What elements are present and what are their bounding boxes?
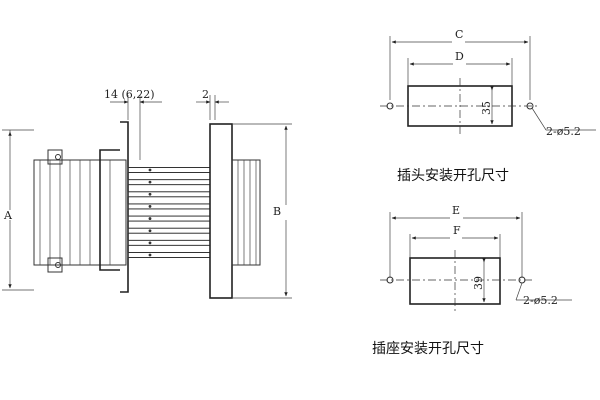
socket-cutout-view: E F 39 2-ø5.2 插座安装开孔尺寸: [372, 204, 572, 357]
plug-height-dimension: 35: [480, 101, 493, 115]
contact-pin: [127, 227, 211, 234]
contact-pin: [127, 203, 211, 210]
dimension-f: F: [453, 224, 461, 237]
connector-side-view: 14 (6,22) 2 A B: [2, 88, 292, 299]
socket-cutout-rect: [409, 257, 501, 305]
contact-pin: [127, 179, 211, 186]
socket-ribs: [237, 160, 257, 265]
dimension-e: E: [452, 204, 460, 217]
pin-contact-dot: [148, 192, 152, 196]
plug-cutout-view: C D 35 2-ø5.2 插头安装开孔尺寸: [380, 28, 596, 184]
plug-screw-top: [55, 154, 61, 160]
contact-pin: [127, 167, 211, 173]
gap-dimension: 2: [202, 88, 209, 101]
pitch-dimension: 14 (6,22): [104, 88, 155, 101]
pin-contact-dot: [148, 229, 152, 233]
plug-latch-top: [47, 149, 63, 165]
pin-contact-dot: [148, 205, 152, 208]
pin-contact-dot: [148, 180, 152, 184]
pin-contact-dot: [148, 217, 152, 220]
plug-ribs: [39, 160, 111, 265]
plug-hole-left: [386, 102, 394, 110]
socket-flange: [209, 123, 233, 299]
socket-hole-note: 2-ø5.2: [523, 294, 558, 307]
dimension-d: D: [455, 50, 464, 63]
plug-cutout-caption: 插头安装开孔尺寸: [397, 168, 509, 184]
plug-hole-note: 2-ø5.2: [546, 125, 581, 138]
contact-pin: [127, 239, 211, 246]
contact-pin: [127, 215, 211, 222]
dimension-a: A: [3, 209, 13, 222]
contact-pin: [127, 252, 211, 258]
plug-screw-bottom: [55, 262, 61, 268]
dimension-c: C: [455, 28, 463, 41]
plug-hole-right: [526, 102, 534, 110]
socket-body: [231, 159, 261, 266]
socket-hole-left: [386, 276, 394, 284]
contact-pins: [127, 167, 211, 258]
contact-pin: [127, 191, 211, 198]
dimension-b: B: [273, 205, 281, 218]
plug-bracket: [99, 121, 129, 293]
socket-height-dimension: 39: [472, 276, 485, 290]
pin-contact-dot: [148, 253, 152, 257]
socket-cutout-caption: 插座安装开孔尺寸: [372, 341, 484, 357]
pin-contact-dot: [148, 241, 152, 245]
plug-latch-bottom: [47, 257, 63, 273]
pin-contact-dot: [148, 168, 152, 172]
